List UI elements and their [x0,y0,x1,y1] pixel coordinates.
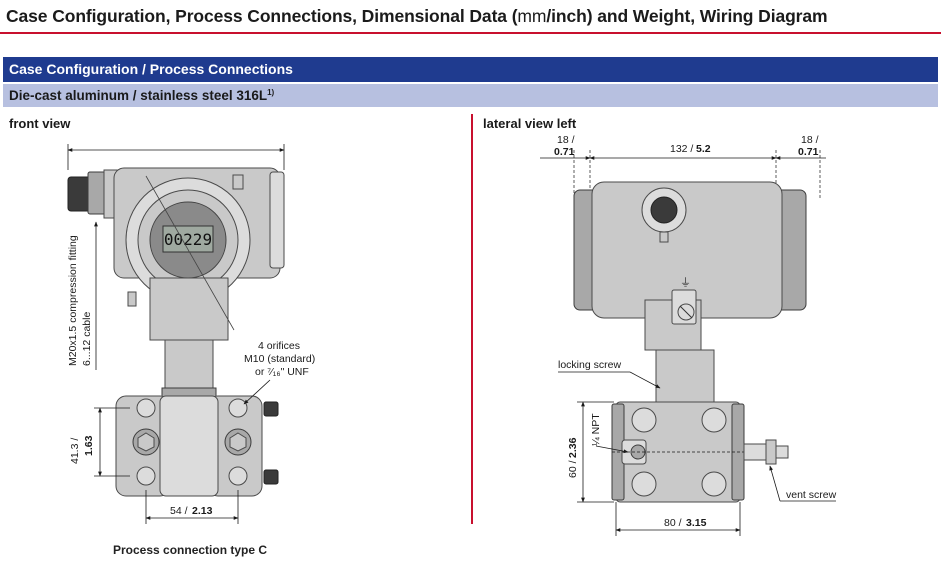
lateral-height-in: 2.36 [567,437,579,458]
front-width-mm: 54 / [170,505,188,517]
lateral-left-mm: 18 / [557,134,575,146]
lateral-right-mm: 18 / [801,134,819,146]
page-title: Case Configuration, Process Connections,… [6,6,828,26]
section-subbanner: Die-cast aluminum / stainless steel 316L… [3,84,938,107]
cable-size-label: 6...12 cable [81,312,93,366]
front-width-in: 2.13 [192,505,213,517]
locking-screw-label: locking screw [558,359,621,371]
orifices-label-2: M10 (standard) [244,353,315,365]
unit-mm: mm [517,6,547,26]
lateral-width-in: 3.15 [686,517,707,529]
npt-label: ¼ NPT [590,413,602,446]
cable-fitting-label: M20x1.5 compression fitting [67,235,79,366]
lateral-left-in: 0.71 [554,146,575,158]
lcd-display [162,225,214,253]
front-height-mm: 41.3 / [69,438,81,464]
front-height-in: 1.63 [83,435,95,456]
lateral-right-in: 0.71 [798,146,819,158]
lateral-width-mm: 80 / [664,517,682,529]
footnote-marker: 1) [267,88,275,97]
process-connection-caption: Process connection type C [113,543,268,557]
transmitter-housing: 00229 [113,167,285,341]
neck [164,339,214,397]
lateral-height-mm: 60 / [567,460,579,478]
lateral-center-mm: 132 / [670,143,693,155]
lateral-view-label: lateral view left [483,116,577,131]
orifices-label-3: or ⁷⁄₁₆" UNF [255,366,309,378]
svg-text:⏚: ⏚ [680,276,691,289]
view-divider [471,114,473,524]
lateral-housing: ⏚ [573,181,807,351]
section-banner: Case Configuration / Process Connections [3,57,938,82]
vent-screw-label: vent screw [786,489,837,501]
lateral-process-block [611,401,789,503]
lateral-neck [655,349,715,405]
lateral-center-in: 5.2 [696,143,711,155]
title-rule [0,32,941,34]
process-flange [115,395,279,497]
front-view-label: front view [9,116,71,131]
orifices-label-1: 4 orifices [258,340,300,352]
lcd-reading: 00229 [164,230,212,249]
